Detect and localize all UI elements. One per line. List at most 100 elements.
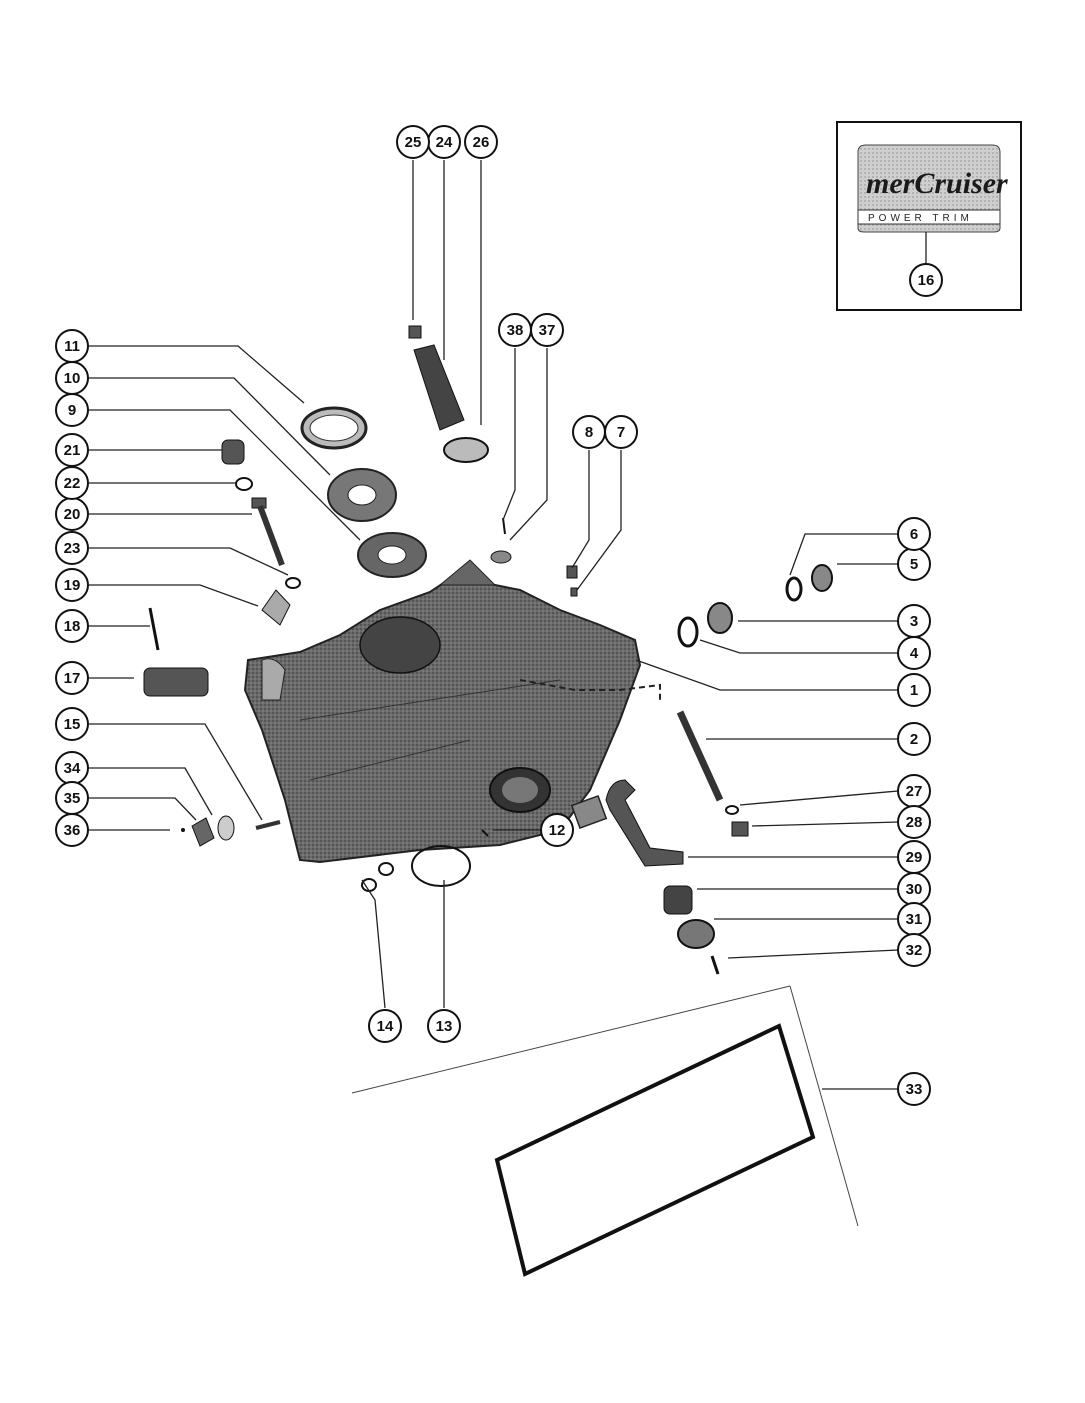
callout-number: 10: [64, 370, 81, 387]
callout-number: 15: [64, 716, 81, 733]
part-23-washer: [285, 577, 301, 589]
callout-number: 20: [64, 506, 81, 523]
callout-circle: [897, 805, 931, 839]
callout-circle: [909, 263, 943, 297]
callout-number: 38: [507, 322, 524, 339]
callout-number: 34: [64, 760, 81, 777]
callout-22: 22: [55, 466, 89, 500]
part-2-shaft: [676, 710, 724, 802]
callout-24: 24: [427, 125, 461, 159]
part-37-clip: [490, 550, 512, 564]
callout-circle: [897, 1072, 931, 1106]
callout-number: 7: [617, 424, 625, 441]
part-9-seal: [357, 532, 427, 578]
part-22-washer: [235, 477, 253, 491]
callout-number: 2: [910, 731, 918, 748]
callout-9: 9: [55, 393, 89, 427]
part-7-fitting: [570, 587, 578, 597]
callout-number: 17: [64, 670, 81, 687]
part-12-pin: [481, 829, 489, 837]
callout-12: 12: [540, 813, 574, 847]
callout-number: 36: [64, 822, 81, 839]
callout-circle: [368, 1009, 402, 1043]
callout-number: 4: [910, 645, 919, 662]
callout-25: 25: [396, 125, 430, 159]
callout-circle: [396, 125, 430, 159]
callout-23: 23: [55, 531, 89, 565]
callout-28: 28: [897, 805, 931, 839]
callout-5: 5: [897, 547, 931, 581]
callout-15: 15: [55, 707, 89, 741]
callout-circle: [572, 415, 606, 449]
callout-circle: [897, 933, 931, 967]
callout-circle: [897, 673, 931, 707]
callout-number: 8: [585, 424, 593, 441]
callout-33: 33: [897, 1072, 931, 1106]
callout-number: 32: [906, 942, 923, 959]
callout-number: 22: [64, 475, 81, 492]
callout-number: 3: [910, 613, 918, 630]
callout-1: 1: [897, 673, 931, 707]
callout-26: 26: [464, 125, 498, 159]
part-29-hose: [605, 779, 684, 867]
part-36-screw: [181, 828, 185, 832]
part-35-cover: [191, 817, 215, 847]
callout-circle: [498, 313, 532, 347]
callout-31: 31: [897, 902, 931, 936]
part-33-gasket-sheet: [351, 985, 859, 1277]
callout-21: 21: [55, 433, 89, 467]
callout-number: 28: [906, 814, 923, 831]
callout-number: 27: [906, 783, 923, 800]
part-30-sleeve: [663, 885, 693, 915]
part-21-bushing: [221, 439, 245, 465]
callout-circle: [55, 661, 89, 695]
callout-circle: [55, 813, 89, 847]
callout-circle: [897, 636, 931, 670]
part-34-plate: [217, 815, 235, 841]
callout-7: 7: [604, 415, 638, 449]
part-10-bearing: [327, 468, 397, 522]
callout-2: 2: [897, 722, 931, 756]
callout-3: 3: [897, 604, 931, 638]
callout-number: 19: [64, 577, 81, 594]
callout-32: 32: [897, 933, 931, 967]
part-3-bushing: [707, 602, 733, 634]
callout-17: 17: [55, 661, 89, 695]
callout-19: 19: [55, 568, 89, 602]
callout-number: 23: [64, 540, 81, 557]
part-18-pin: [148, 607, 160, 651]
callout-4: 4: [897, 636, 931, 670]
inset-box: merCruiser POWER TRIM: [836, 121, 1022, 311]
callout-number: 6: [910, 526, 918, 543]
part-11-bearing-race: [300, 406, 368, 450]
callout-number: 1: [910, 682, 918, 699]
part-28-nut: [731, 821, 749, 837]
callout-number: 25: [405, 134, 422, 151]
callout-number: 16: [918, 272, 935, 289]
callout-circle: [55, 531, 89, 565]
callout-circle: [55, 466, 89, 500]
callout-circle: [55, 568, 89, 602]
part-15-stud: [255, 820, 281, 830]
dashed-assembly-line: [519, 679, 661, 700]
callout-circle: [897, 722, 931, 756]
logo-subtitle-text: POWER TRIM: [868, 213, 973, 224]
callout-number: 31: [906, 911, 923, 928]
logo-brand-text: merCruiser: [866, 167, 1008, 200]
callout-number: 33: [906, 1081, 923, 1098]
mercruiser-logo: merCruiser POWER TRIM: [857, 144, 1008, 233]
callout-34: 34: [55, 751, 89, 785]
part-6-oring: [785, 576, 803, 602]
callout-number: 14: [377, 1018, 394, 1035]
callout-number: 26: [473, 134, 490, 151]
callout-number: 21: [64, 442, 81, 459]
part-17-sleeve: [143, 667, 209, 697]
part-38-screw: [502, 517, 506, 535]
callout-11: 11: [55, 329, 89, 363]
callout-6: 6: [897, 517, 931, 551]
callout-group: 1234567891011121314151617181920212223242…: [55, 125, 943, 1106]
callout-number: 5: [910, 556, 918, 573]
callout-27: 27: [897, 774, 931, 808]
callout-37: 37: [530, 313, 564, 347]
part-20-bolt: [251, 497, 285, 567]
